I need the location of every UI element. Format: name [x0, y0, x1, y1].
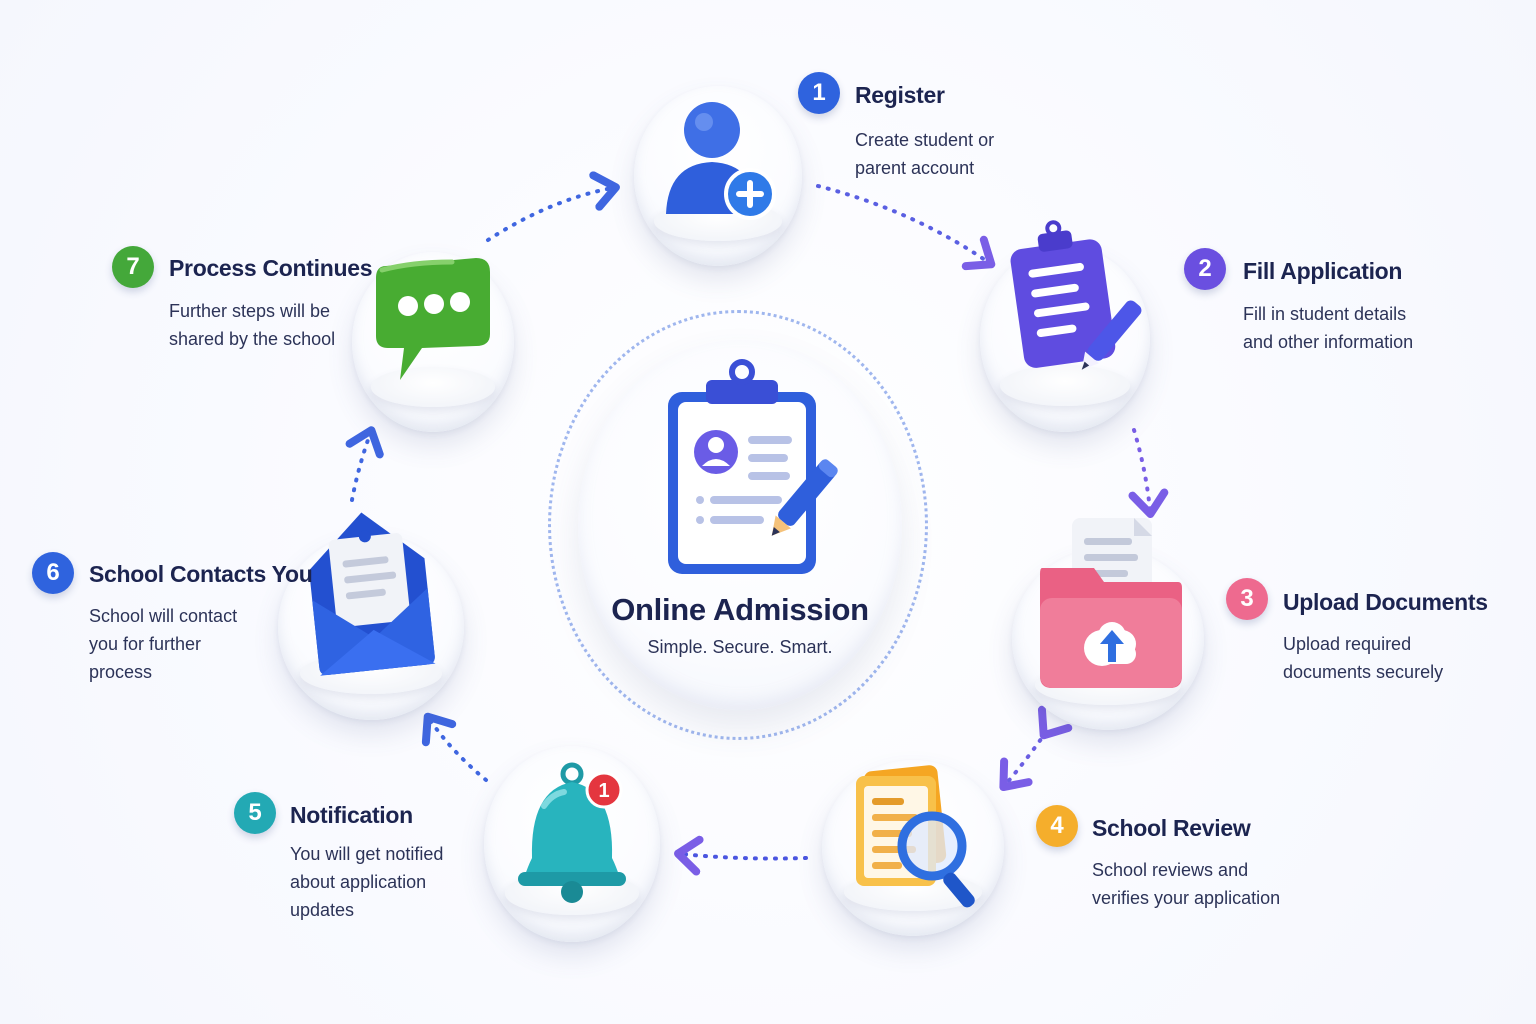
clipboard-form-icon [1010, 220, 1142, 370]
step-5-badge: 5 [234, 792, 276, 834]
step-4-node[interactable] [822, 760, 1004, 936]
step-6-badge: 6 [32, 552, 74, 594]
center-dotted-ring [548, 310, 928, 740]
step-5-description: You will get notified about application … [290, 844, 444, 920]
step-6-node[interactable] [278, 512, 464, 720]
step-3-title: Upload Documents [1283, 589, 1488, 615]
step-1-description: Create student or parent account [855, 130, 995, 178]
clipboard-profile-pencil-icon [668, 359, 838, 574]
step-1-node[interactable] [634, 86, 802, 266]
envelope-letter-icon [309, 512, 436, 676]
arrow-7-to-1 [486, 171, 620, 242]
step-3-node[interactable] [1012, 518, 1204, 730]
step-2-plate [1000, 365, 1130, 406]
step-6-description: School will contact you for further proc… [89, 606, 238, 682]
step-4-description: School reviews and verifies your applica… [1092, 860, 1281, 908]
step-2-description: Fill in student details and other inform… [1243, 304, 1414, 352]
user-add-icon [666, 102, 776, 220]
step-7-node[interactable] [352, 252, 514, 432]
step-4-title: School Review [1092, 815, 1251, 841]
step-5-title: Notification [290, 802, 413, 828]
step-7-title: Process Continues [169, 255, 373, 281]
bell-icon: 1 [518, 762, 626, 903]
step-7-badge: 7 [112, 246, 154, 288]
folder-upload-icon [1040, 518, 1182, 688]
arrow-1-to-2 [816, 184, 996, 271]
arrow-5-to-6 [421, 712, 488, 782]
step-7-description: Further steps will be shared by the scho… [169, 301, 336, 349]
arrow-3-to-4 [999, 705, 1073, 792]
step-2-node[interactable] [980, 220, 1150, 432]
step-5-node[interactable]: 1 [484, 746, 660, 942]
arrow-2-to-3 [1128, 428, 1169, 518]
bell-badge [585, 771, 623, 809]
step-1-badge: 1 [798, 72, 840, 114]
step-2-title: Fill Application [1243, 258, 1403, 284]
chat-bubble-icon [376, 258, 490, 380]
document-magnifier-icon [856, 765, 975, 908]
arrow-6-to-7 [345, 426, 384, 502]
step-3-badge: 3 [1226, 578, 1268, 620]
step-2-badge: 2 [1184, 248, 1226, 290]
center-hub [578, 340, 902, 710]
center-subtitle: Simple. Secure. Smart. [647, 637, 833, 657]
step-3-description: Upload required documents securely [1283, 634, 1444, 682]
step-1-title: Register [855, 82, 945, 108]
bell-badge-count: 1 [598, 780, 609, 802]
step-6-title: School Contacts You [89, 561, 313, 587]
center-title: Online Admission [611, 592, 869, 627]
step-4-badge: 4 [1036, 805, 1078, 847]
step-7-plate [371, 367, 495, 407]
arrow-4-to-5 [674, 835, 808, 876]
